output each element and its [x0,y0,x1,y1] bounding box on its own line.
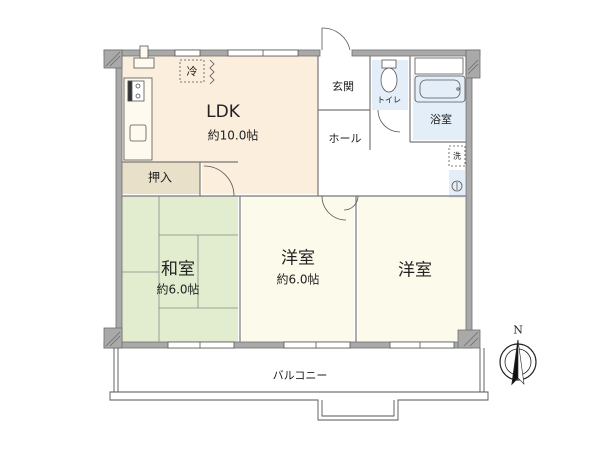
hall-label: ホール [328,132,362,145]
fridge-label: 冷 [186,65,198,78]
yoshitsu1-label: 洋室 [281,248,315,269]
washer-label: 洗 [453,151,461,161]
ldk-size: 約10.0帖 [207,128,259,143]
yoshitsu2-door-swing [343,195,359,211]
wall-left [115,49,123,349]
washitsu-label: 和室 [161,259,195,280]
yoshitsu1-size: 約6.0帖 [276,272,320,287]
entry-door-swing [321,27,351,51]
fridge-space [179,59,205,83]
washer-space [448,145,466,167]
room-yoshitsu2-fill [358,196,466,342]
oshiire-label: 押入 [147,170,173,185]
ldk-door-swing [203,165,235,197]
genkan-label: 玄関 [332,80,354,93]
room-yoshitsu1-fill [242,196,354,342]
washitsu-size: 約6.0帖 [156,282,200,297]
yoshitsu2-label: 洋室 [398,260,432,281]
toilet-door-swing [377,109,401,133]
toilet-label: トイレ [377,95,401,105]
wall-right [465,74,473,349]
yoshitsu1-door-swing [321,195,347,221]
room-oshiire-fill [122,162,200,194]
ldk-label: LDK [206,102,240,122]
drain-icon [451,180,463,192]
room-washitsu-fill [122,196,238,342]
sink-icon [129,124,147,142]
corner-br [457,329,481,349]
room-ldk-fill [122,55,318,162]
balcony-outline [109,348,489,421]
compass-icon [499,339,537,386]
range-hood [133,57,155,69]
balcony-label: バルコニー [272,369,328,382]
room-ldk-lower-fill [202,162,318,194]
compass-north-label: N [513,323,523,337]
wall-top-right [351,49,481,57]
bath-label: 浴室 [430,113,452,126]
toilet-icon [380,67,398,93]
